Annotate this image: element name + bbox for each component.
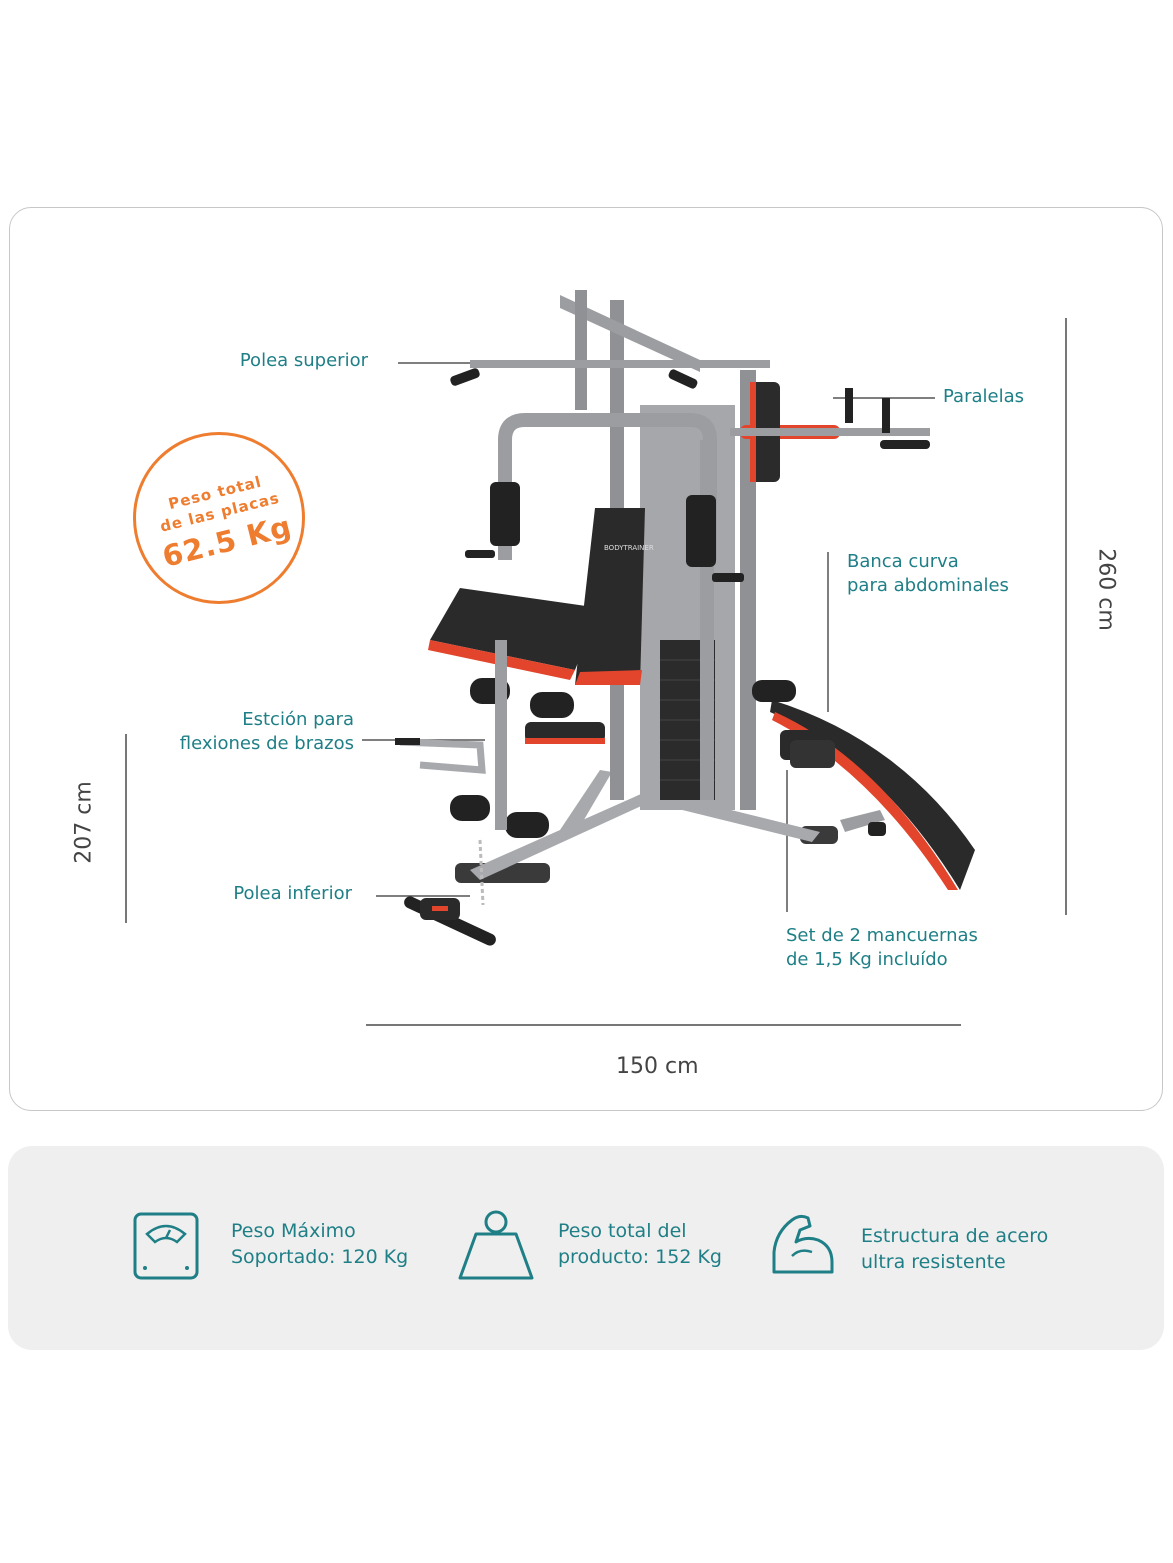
weight-icon	[458, 1210, 534, 1280]
callout-banca-curva: Banca curva para abdominales	[847, 551, 1009, 596]
feature-product-weight-text: Peso total del producto: 152 Kg	[558, 1220, 722, 1268]
dimension-height-total: 260 cm	[1093, 548, 1119, 631]
feature-steel-structure-text: Estructura de acero ultra resistente	[861, 1225, 1049, 1273]
features-bar: Peso Máximo Soportado: 120 Kg Peso total…	[8, 1146, 1164, 1350]
feature-max-weight: Peso Máximo Soportado: 120 Kg	[8, 1146, 408, 1350]
callout-mancuernas: Set de 2 mancuernas de 1,5 Kg incluído	[786, 925, 978, 970]
scale-icon	[133, 1212, 199, 1280]
feature-product-weight: Peso total del producto: 152 Kg	[408, 1146, 748, 1350]
callout-estacion-flexiones: Estción para flexiones de brazos	[179, 709, 354, 754]
callout-polea-inferior: Polea inferior	[233, 883, 352, 904]
plates-weight-badge: Peso total de las placas 62.5 Kg	[133, 432, 305, 604]
feature-steel-structure: Estructura de acero ultra resistente	[748, 1146, 1164, 1350]
brand-text: BODYTRAINER	[604, 544, 654, 552]
dimension-width: 150 cm	[616, 1054, 699, 1079]
flexed-arm-icon	[772, 1214, 834, 1274]
feature-max-weight-text: Peso Máximo Soportado: 120 Kg	[231, 1220, 409, 1268]
home-gym-illustration: BODYTRAINER	[125, 290, 1067, 1026]
dimension-lines	[125, 318, 1067, 1026]
machine-frame: BODYTRAINER	[395, 290, 975, 946]
dimension-height-station: 207 cm	[71, 781, 97, 864]
callout-paralelas: Paralelas	[943, 386, 1024, 407]
callout-polea-superior: Polea superior	[239, 350, 368, 371]
